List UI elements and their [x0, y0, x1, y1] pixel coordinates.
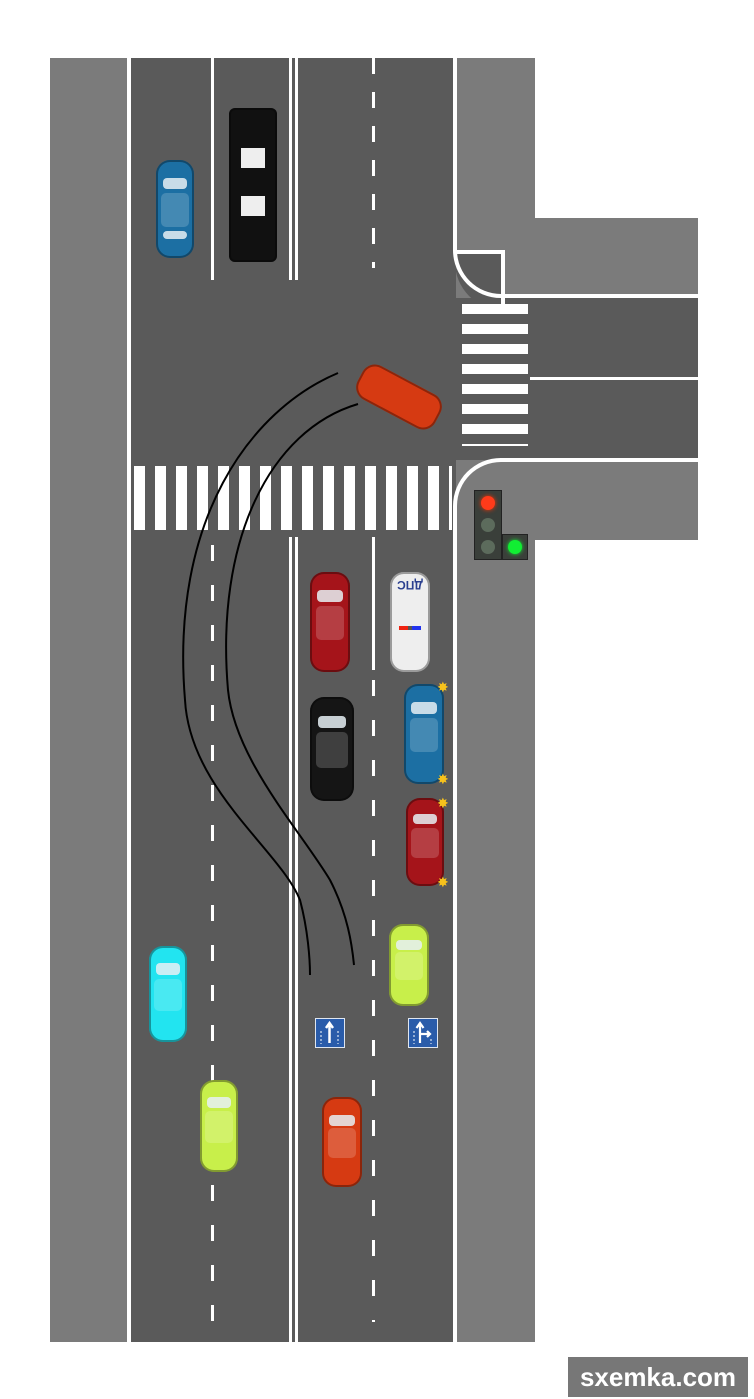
straight-arrow-icon [320, 1020, 339, 1044]
damage-icon: ✸ [437, 771, 449, 787]
right-sidewalk-bottom [455, 458, 535, 1342]
side-edge-bottom [500, 458, 698, 462]
damage-icon: ✸ [437, 874, 449, 890]
traffic-light-arrow-section [502, 534, 528, 560]
side-edge-top [500, 294, 698, 298]
solid-lane-line-top [211, 58, 214, 280]
crosswalk-main [134, 466, 452, 530]
police-lightbar [399, 626, 421, 630]
side-center-line [530, 377, 698, 380]
left-sidewalk [50, 58, 130, 1342]
dashed-line-top-right [372, 58, 375, 268]
red-lamp-icon [481, 496, 495, 510]
car-black-suv [310, 697, 354, 801]
car-red-damaged [406, 798, 444, 886]
double-line-bottom-b [295, 537, 298, 1342]
green-arrow-icon [508, 540, 522, 554]
lane-sign-straight-right [408, 1018, 438, 1048]
double-line-top-b [295, 58, 298, 280]
green-lamp-icon [481, 540, 495, 554]
solid-lane-line [372, 537, 375, 670]
car-black-bus [229, 108, 277, 262]
damage-icon: ✸ [437, 679, 449, 695]
damage-icon: ✸ [437, 795, 449, 811]
car-lime-1 [389, 924, 429, 1006]
crosswalk-side [462, 304, 528, 446]
traffic-light [474, 490, 502, 560]
car-police: ДПС [390, 572, 430, 672]
left-edge-line [127, 58, 131, 1342]
double-line-bottom-a [289, 537, 292, 1342]
dashed-line-left [211, 545, 214, 1322]
right-edge-line-top [453, 58, 457, 248]
watermark: sxemka.com [568, 1357, 748, 1397]
yellow-lamp-icon [481, 518, 495, 532]
car-blue-top [156, 160, 194, 258]
car-lime-2 [200, 1080, 238, 1172]
lane-sign-straight [315, 1018, 345, 1048]
car-cyan [149, 946, 187, 1042]
double-line-top-a [289, 58, 292, 280]
straight-right-arrow-icon [413, 1021, 432, 1044]
car-orange-bottom [322, 1097, 362, 1187]
car-blue-damaged [404, 684, 444, 784]
car-red-1 [310, 572, 350, 672]
police-label: ДПС [397, 578, 423, 592]
right-edge-line-bottom [453, 540, 457, 1342]
dashed-line-right [372, 680, 375, 1322]
